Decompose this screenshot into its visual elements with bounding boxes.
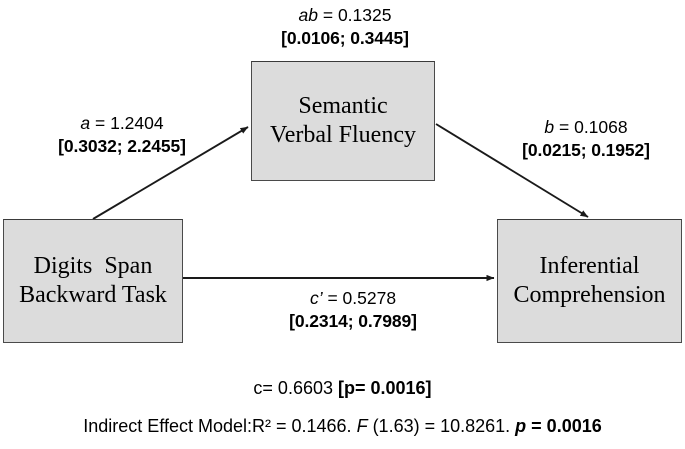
- arrow-path-a: [92, 126, 249, 220]
- node-outcome-line-1: Inferential: [539, 252, 640, 279]
- node-mediator-line-1: Semantic: [298, 92, 388, 119]
- model-r-squared: Indirect Effect Model:R² = 0.1466.: [83, 416, 357, 436]
- statistic-model-summary: Indirect Effect Model:R² = 0.1466. F (1.…: [0, 416, 685, 437]
- path-ab-symbol: ab: [298, 5, 318, 25]
- path-c-prime-confidence-interval: [0.2314; 0.7989]: [289, 310, 417, 331]
- model-p-value: = 0.0016: [526, 416, 602, 436]
- node-mediator-line-2: Verbal Fluency: [270, 122, 416, 148]
- node-predictor-line-2: Backward Task: [19, 282, 167, 308]
- path-a-coefficient: a = 1.2404: [6, 112, 238, 135]
- arrow-path-b: [435, 123, 589, 218]
- model-f-symbol: F: [356, 416, 368, 436]
- path-b-symbol: b: [544, 117, 555, 137]
- path-a-confidence-interval: [0.3032; 2.2455]: [58, 135, 186, 156]
- total-effect-value: c= 0.6603: [253, 378, 338, 398]
- node-predictor-line-1: Digits Span: [33, 252, 153, 279]
- path-b-confidence-interval: [0.0215; 0.1952]: [522, 139, 650, 160]
- path-label-a: a = 1.2404 [0.3032; 2.2455]: [6, 112, 238, 158]
- node-mediator-semantic-verbal-fluency: Semantic Verbal Fluency: [251, 61, 435, 181]
- node-outcome-inferential-comprehension: Inferential Comprehension: [497, 219, 682, 343]
- node-outcome-line-2: Comprehension: [513, 282, 666, 308]
- model-f-value: (1.63) = 10.8261.: [367, 416, 516, 436]
- path-c-prime-symbol: c’: [309, 288, 323, 308]
- path-a-symbol: a: [80, 113, 91, 133]
- total-effect-p-value: [p= 0.0016]: [338, 378, 432, 398]
- path-c-prime-coefficient: c’ = 0.5278: [243, 287, 463, 310]
- path-b-coefficient: b = 0.1068: [487, 116, 685, 139]
- path-label-c-prime-direct-effect: c’ = 0.5278 [0.2314; 0.7989]: [243, 287, 463, 333]
- path-b-value: = 0.1068: [559, 117, 628, 137]
- path-label-b: b = 0.1068 [0.0215; 0.1952]: [487, 116, 685, 162]
- path-ab-value: = 0.1325: [322, 5, 392, 25]
- statistic-total-effect: c= 0.6603 [p= 0.0016]: [0, 378, 685, 399]
- model-p-symbol: p: [515, 416, 527, 436]
- path-label-indirect-effect-ab: ab = 0.1325 [0.0106; 0.3445]: [185, 4, 505, 50]
- path-c-prime-value: = 0.5278: [327, 288, 397, 308]
- path-ab-confidence-interval: [0.0106; 0.3445]: [281, 27, 409, 48]
- node-predictor-digits-span-backward-task: Digits Span Backward Task: [3, 219, 183, 343]
- path-a-value: = 1.2404: [95, 113, 164, 133]
- path-ab-coefficient: ab = 0.1325: [185, 4, 505, 27]
